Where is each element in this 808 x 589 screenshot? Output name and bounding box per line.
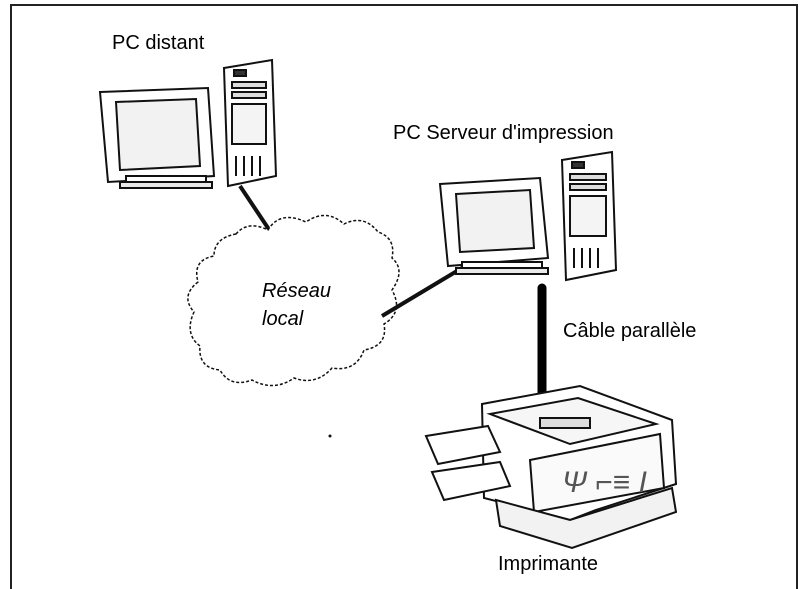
remote-pc-label: PC distant: [112, 32, 205, 54]
printer-label: Imprimante: [498, 553, 599, 575]
server-pc-monitor-icon: [438, 176, 550, 275]
local-network-cloud-icon: [187, 214, 400, 387]
remote-pc-tower-icon: [222, 58, 278, 188]
stray-dot: [328, 434, 332, 438]
network-label-line2: local: [262, 308, 304, 330]
printer-icon: Ψ ⌐≡ I: [424, 384, 678, 550]
remote-pc-monitor-icon: [98, 86, 216, 189]
server-pc-tower-icon: [560, 150, 618, 282]
print-server-pc-label: PC Serveur d'impression: [393, 122, 614, 144]
network-link-remote: [238, 184, 274, 236]
network-label-line1: Réseau: [262, 280, 331, 302]
svg-text:Ψ ⌐≡ I: Ψ ⌐≡ I: [562, 466, 647, 499]
network-link-server: [380, 266, 464, 318]
parallel-cable-label: Câble parallèle: [563, 320, 697, 342]
diagram-frame: [10, 4, 798, 589]
